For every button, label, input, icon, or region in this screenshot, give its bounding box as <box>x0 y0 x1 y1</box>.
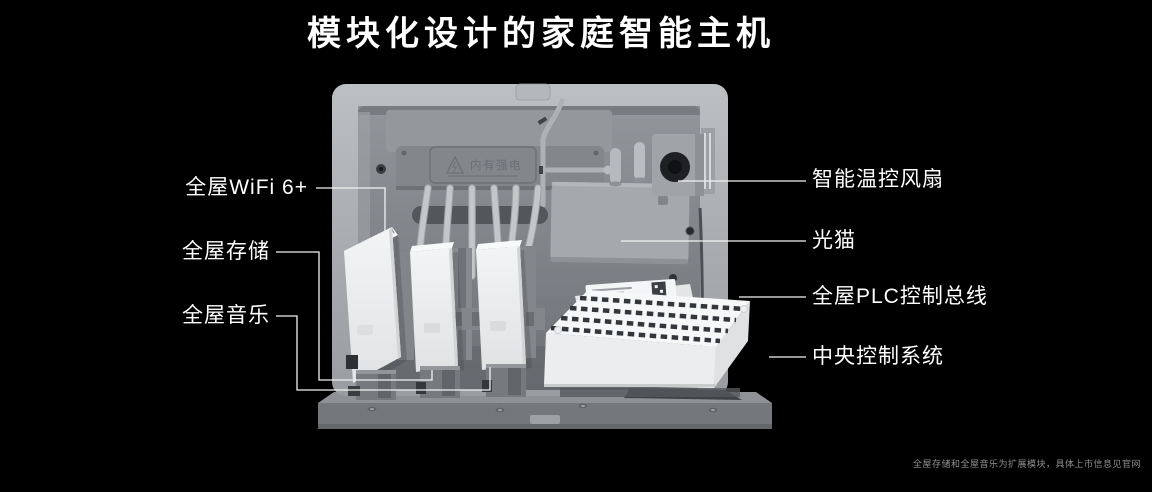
cable-clamp <box>412 206 548 224</box>
label-central-control: 中央控制系统 <box>812 345 944 368</box>
page-title: 模块化设计的家庭智能主机 <box>307 15 775 53</box>
vent-slots <box>550 295 745 344</box>
label-whole-home-music: 全屋音乐 <box>182 304 270 327</box>
label-whole-home-wifi: 全屋WiFi 6+ <box>185 176 308 199</box>
fan-assembly <box>652 128 715 205</box>
wifi-module <box>344 226 407 387</box>
module-brackets <box>346 355 526 400</box>
storage-module <box>410 242 464 376</box>
power-module: 内有强电 <box>386 110 612 190</box>
qr-code <box>651 281 667 297</box>
top-latch <box>515 83 551 101</box>
disclaimer-footnote: 全屋存储和全屋音乐为扩展模块，具体上市信息见官网 <box>912 459 1141 469</box>
standoff-pins <box>609 142 646 187</box>
tray-tab <box>530 415 560 424</box>
label-smart-fan: 智能温控风扇 <box>812 168 944 191</box>
warning-text: 内有强电 <box>470 158 522 172</box>
warning-triangle-icon <box>445 155 465 174</box>
label-optical-modem: 光猫 <box>812 229 856 252</box>
high-voltage-warning-label: 内有强电 <box>429 146 537 184</box>
music-module <box>476 240 532 374</box>
label-plc-bus: 全屋PLC控制总线 <box>812 285 988 308</box>
central-control-box <box>544 290 750 400</box>
leader-music <box>276 315 491 391</box>
leader-lines <box>276 180 806 391</box>
leader-wifi <box>316 187 386 240</box>
leader-storage <box>276 251 433 381</box>
label-whole-home-storage: 全屋存储 <box>182 240 270 263</box>
